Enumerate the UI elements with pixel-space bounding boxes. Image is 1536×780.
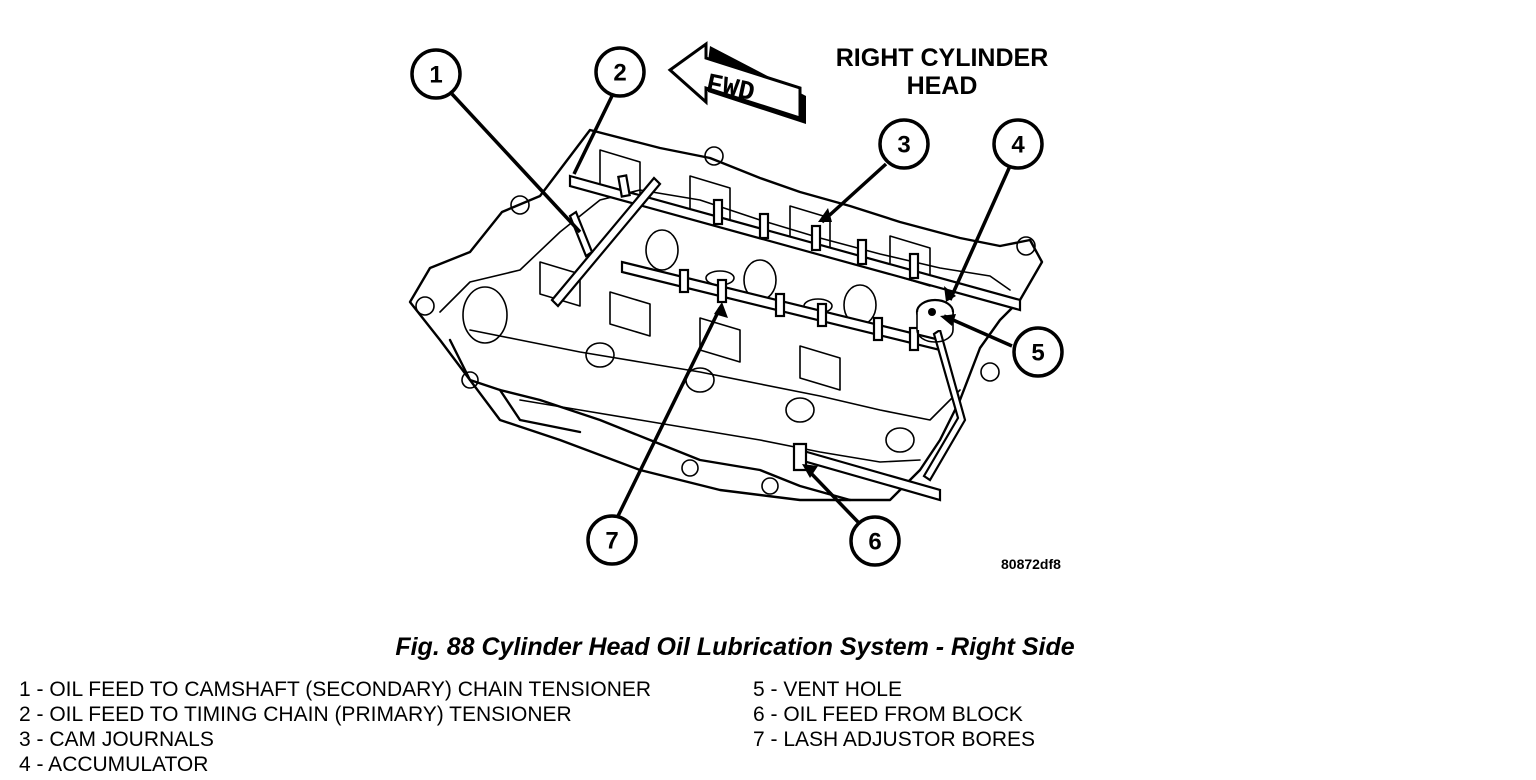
vent-hole bbox=[928, 308, 936, 316]
cam-journal-feeds bbox=[617, 174, 920, 352]
legend-item-7: 7 - LASH ADJUSTOR BORES bbox=[753, 728, 1036, 751]
legend-item-1: 1 - OIL FEED TO CAMSHAFT (SECONDARY) CHA… bbox=[19, 678, 652, 701]
callout-2-number: 2 bbox=[613, 60, 626, 87]
legend-item-5: 5 - VENT HOLE bbox=[753, 678, 902, 701]
diagram-title-line1: RIGHT CYLINDER bbox=[836, 44, 1049, 72]
callout-6: 6 bbox=[849, 515, 901, 567]
callout-1: 1 bbox=[410, 48, 462, 100]
callout-7-number: 7 bbox=[605, 528, 618, 555]
callout-4: 4 bbox=[992, 118, 1044, 170]
legend-item-2: 2 - OIL FEED TO TIMING CHAIN (PRIMARY) T… bbox=[19, 703, 572, 726]
callout-5-number: 5 bbox=[1031, 340, 1044, 367]
callout-4-number: 4 bbox=[1011, 132, 1025, 159]
oil-galleries bbox=[550, 174, 1022, 502]
callout-6-number: 6 bbox=[868, 529, 881, 556]
legend-item-4: 4 - ACCUMULATOR bbox=[19, 753, 209, 776]
legend-item-6: 6 - OIL FEED FROM BLOCK bbox=[753, 703, 1023, 726]
legend-right-column: 5 - VENT HOLE 6 - OIL FEED FROM BLOCK 7 … bbox=[753, 677, 1035, 752]
leader-lines bbox=[450, 92, 1013, 524]
callout-5: 5 bbox=[1012, 326, 1064, 378]
callout-3-number: 3 bbox=[897, 132, 910, 159]
callout-2: 2 bbox=[594, 46, 646, 98]
callout-3: 3 bbox=[878, 118, 930, 170]
callout-1-number: 1 bbox=[429, 62, 442, 89]
forward-arrow-icon: FWD bbox=[667, 41, 806, 124]
diagram-title-line2: HEAD bbox=[907, 72, 978, 100]
callout-7: 7 bbox=[586, 514, 638, 566]
figure-caption: Fig. 88 Cylinder Head Oil Lubrication Sy… bbox=[395, 633, 1075, 661]
legend-left-column: 1 - OIL FEED TO CAMSHAFT (SECONDARY) CHA… bbox=[19, 677, 651, 777]
legend-item-3: 3 - CAM JOURNALS bbox=[19, 728, 214, 751]
cylinder-head-diagram: RIGHT CYLINDER HEAD FWD bbox=[408, 41, 1064, 572]
figure-id: 80872df8 bbox=[1001, 556, 1061, 572]
